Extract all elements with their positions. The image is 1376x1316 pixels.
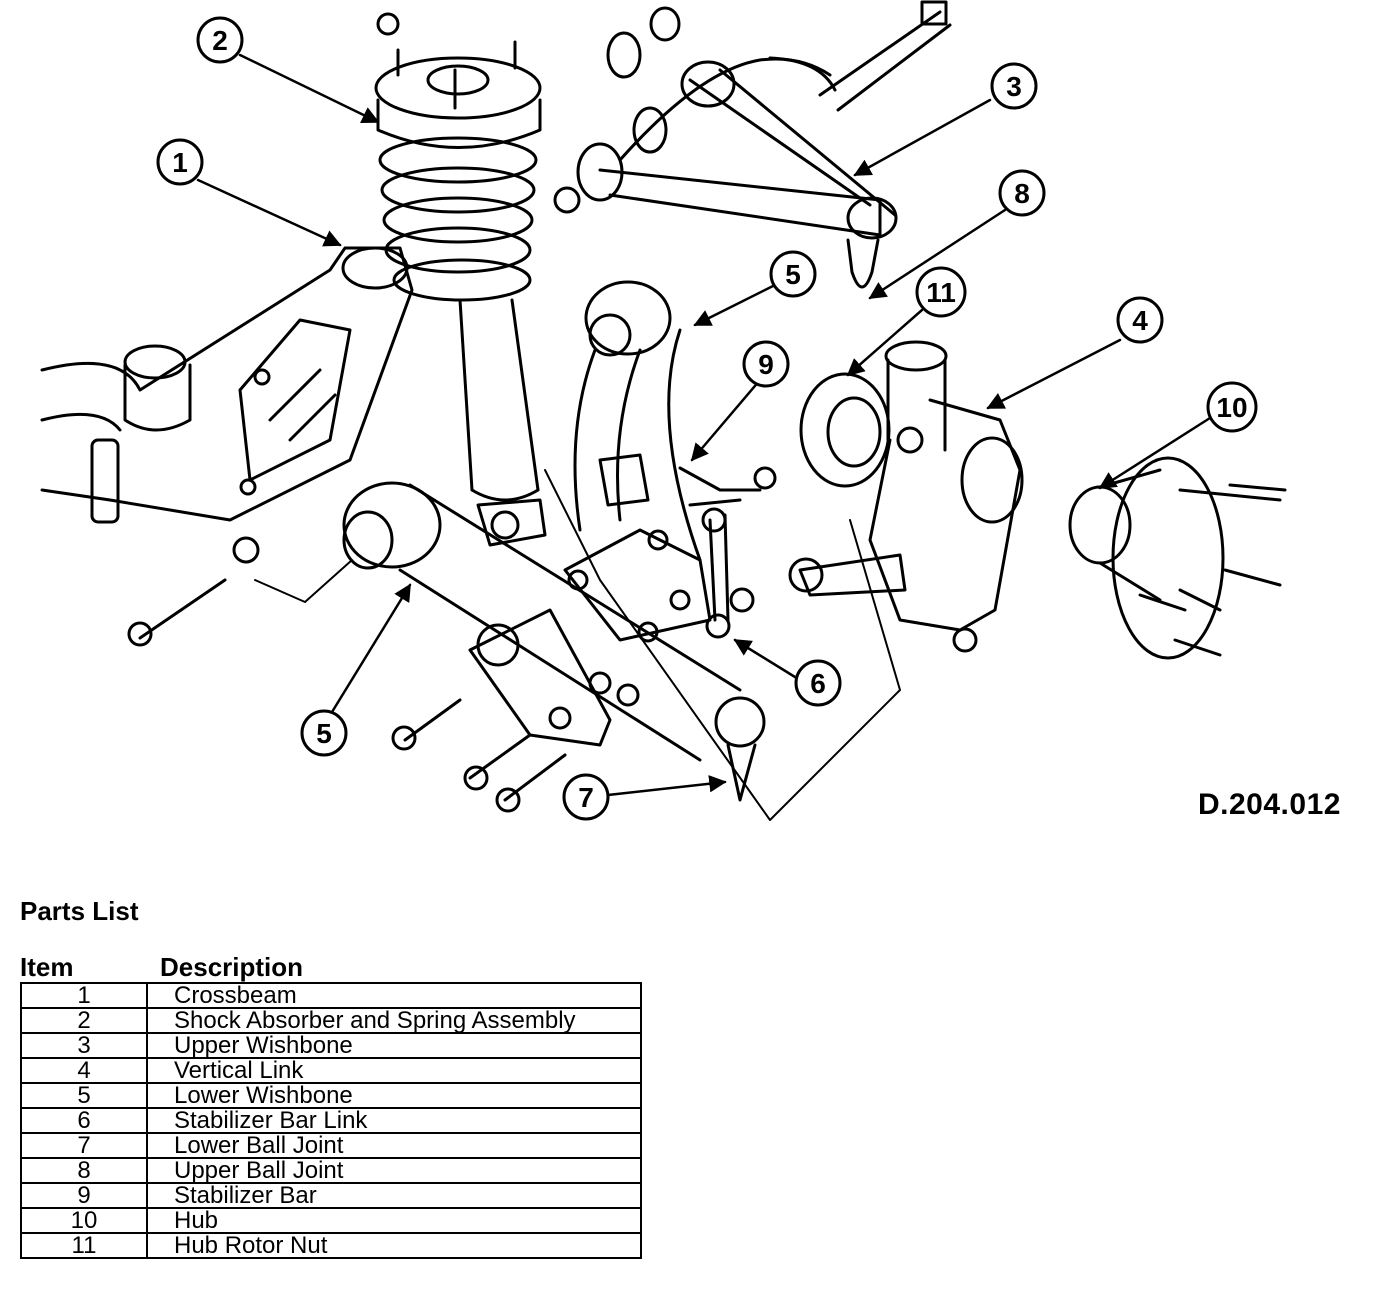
svg-text:6: 6 <box>810 668 826 699</box>
leader-lines <box>196 53 1212 797</box>
item-description: Shock Absorber and Spring Assembly <box>146 1007 642 1034</box>
item-number: 5 <box>20 1082 148 1109</box>
item-description: Stabilizer Bar Link <box>146 1107 642 1134</box>
svg-text:10: 10 <box>1216 392 1247 423</box>
callout-4: 4 <box>1116 296 1164 344</box>
diagram-code: D.204.012 <box>1198 788 1341 821</box>
svg-text:11: 11 <box>926 277 956 308</box>
svg-text:4: 4 <box>1132 305 1148 336</box>
parts-list-title: Parts List <box>20 896 139 926</box>
callout-8: 8 <box>998 169 1046 217</box>
callout-2: 2 <box>196 16 244 64</box>
callout-6: 6 <box>794 659 842 707</box>
callout-5-upper: 5 <box>769 250 817 298</box>
item-number: 10 <box>20 1207 148 1234</box>
lower-wishbone-rear-drawing <box>127 469 901 821</box>
callout-11: 11 <box>915 266 967 318</box>
svg-text:7: 7 <box>578 782 594 813</box>
item-description: Upper Wishbone <box>146 1032 642 1059</box>
upper-wishbone-drawing <box>553 0 952 289</box>
svg-text:8: 8 <box>1014 178 1030 209</box>
item-number: 2 <box>20 1007 148 1034</box>
svg-text:3: 3 <box>1006 71 1022 102</box>
svg-text:5: 5 <box>785 259 801 290</box>
item-number: 1 <box>20 982 148 1009</box>
item-description: Lower Wishbone <box>146 1082 642 1109</box>
shock-spring-drawing <box>374 12 547 547</box>
item-number: 3 <box>20 1032 148 1059</box>
svg-text:1: 1 <box>172 147 188 178</box>
stabilizer-bar-drawing <box>678 466 777 639</box>
item-number: 7 <box>20 1132 148 1159</box>
lower-wishbone-front-drawing <box>563 280 712 643</box>
svg-text:9: 9 <box>758 349 774 380</box>
callout-9: 9 <box>742 340 790 388</box>
callout-5-lower: 5 <box>300 709 348 757</box>
item-number: 9 <box>20 1182 148 1209</box>
item-column-header: Item <box>20 952 74 982</box>
vertical-link-drawing <box>788 340 1024 653</box>
item-number: 11 <box>20 1232 148 1259</box>
crossbeam-drawing <box>40 246 414 524</box>
callout-7: 7 <box>562 773 610 821</box>
item-number: 6 <box>20 1107 148 1134</box>
item-description: Hub <box>146 1207 642 1234</box>
callout-1: 1 <box>156 138 204 186</box>
callout-3: 3 <box>990 62 1038 110</box>
callout-10: 10 <box>1206 381 1258 433</box>
suspension-exploded-diagram: 1 2 3 4 5 5 6 7 <box>40 0 1287 821</box>
description-column-header: Description <box>160 952 304 982</box>
item-description: Lower Ball Joint <box>146 1132 642 1159</box>
svg-text:2: 2 <box>212 25 228 56</box>
callouts: 1 2 3 4 5 5 6 7 <box>156 16 1258 821</box>
item-description: Crossbeam <box>146 982 642 1009</box>
item-number: 4 <box>20 1057 148 1084</box>
item-description: Vertical Link <box>146 1057 642 1084</box>
svg-text:5: 5 <box>316 718 332 749</box>
item-number: 8 <box>20 1157 148 1184</box>
item-description: Upper Ball Joint <box>146 1157 642 1184</box>
item-description: Stabilizer Bar <box>146 1182 642 1209</box>
item-description: Hub Rotor Nut <box>146 1232 642 1259</box>
